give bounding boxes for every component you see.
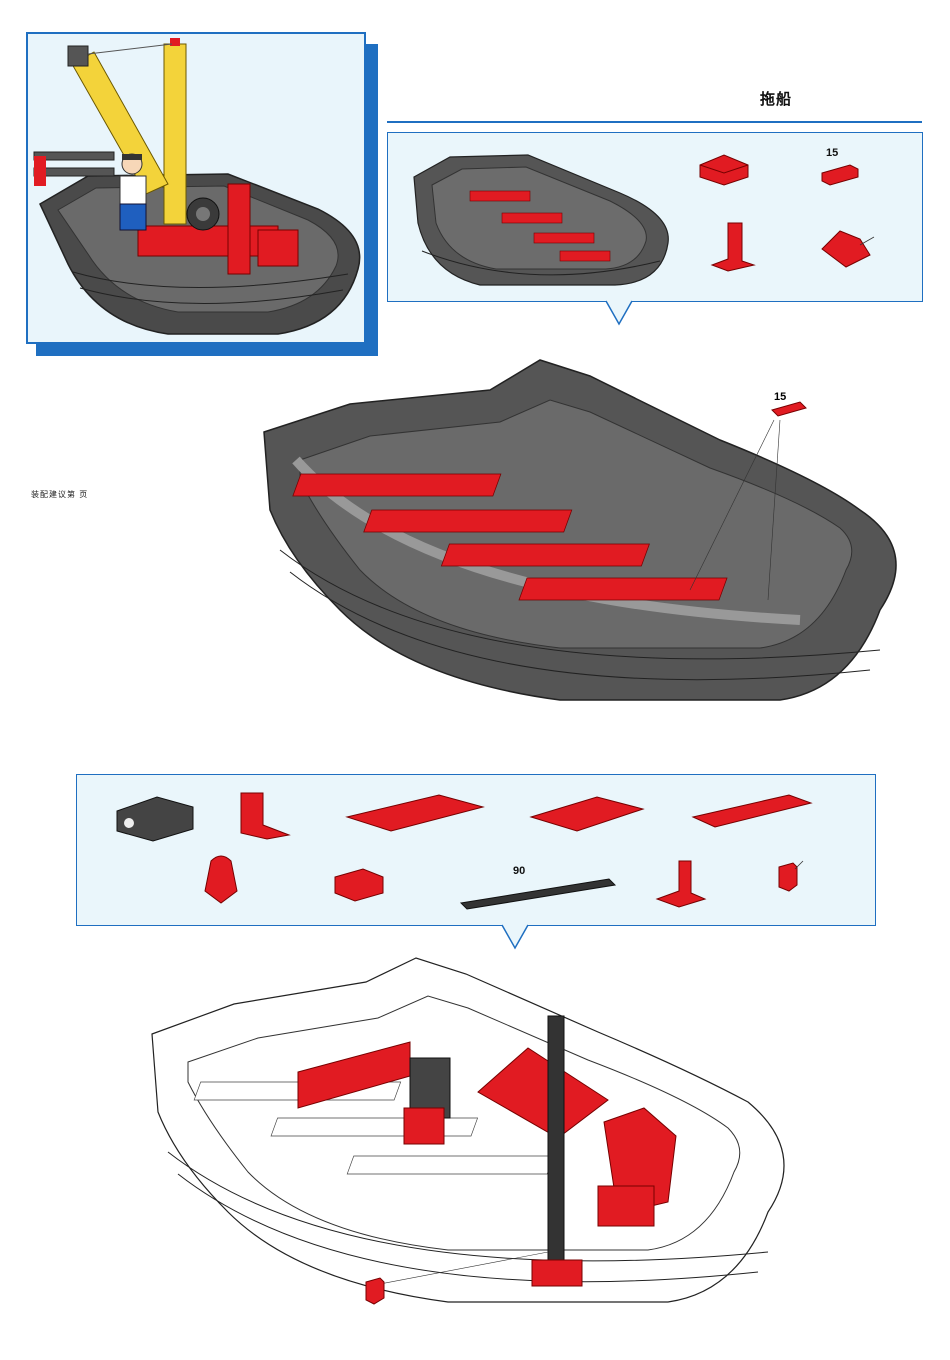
step-2-hull-assembly (148, 952, 798, 1322)
bar-15-label: 15 (826, 147, 838, 159)
red-connector-part (331, 865, 387, 905)
side-note: 装配建议第 页 (31, 489, 88, 500)
small-red-hub-part (775, 859, 805, 899)
large-plate-part (343, 789, 487, 837)
medium-plate-part (527, 791, 647, 835)
finished-model-preview (26, 32, 366, 344)
long-plate-part (689, 789, 815, 833)
red-bracket-part (653, 857, 709, 909)
bearing-mount-part (201, 851, 241, 907)
bar-15-callout: 15 (774, 391, 786, 403)
strut-90-part (459, 875, 619, 911)
parts-list-step-2: 90 (76, 774, 876, 926)
step-1-hull-assembly: 15 (260, 350, 910, 730)
hull-part (410, 143, 670, 288)
black-block-part (113, 793, 197, 843)
title-rule (387, 121, 922, 123)
finished-tugboat-illustration (28, 34, 366, 344)
parts-list-step-1: 15 (387, 132, 923, 302)
bar-15-part (820, 161, 860, 187)
page-title: 拖船 (760, 88, 792, 109)
pointer-arrow-2 (502, 924, 528, 950)
wedge-part (816, 225, 876, 271)
red-block-part (698, 153, 750, 187)
red-angle-part (237, 789, 293, 841)
pointer-arrow-1 (606, 300, 632, 326)
angle-bracket-part (708, 221, 758, 273)
